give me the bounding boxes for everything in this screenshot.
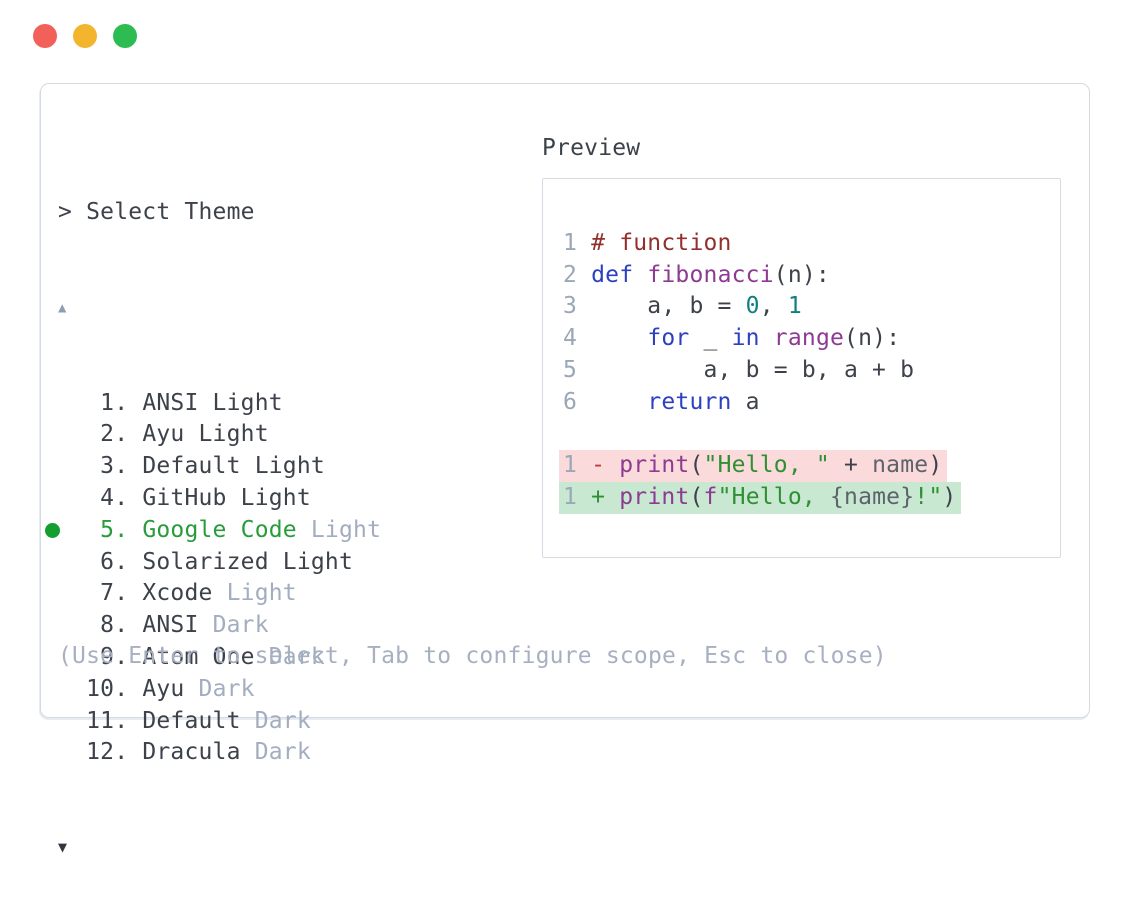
preview-title: Preview xyxy=(542,135,641,161)
preview-pane: Preview 1 # function 2 def fibonacci(n): 3… xyxy=(542,133,1061,558)
code-line: 5 a, b = b, a + b xyxy=(563,356,915,383)
theme-item-1[interactable]: 1. ANSI Light xyxy=(100,389,283,416)
theme-item-label: Dracula xyxy=(142,739,241,766)
theme-item-label: Xcode xyxy=(142,580,213,607)
select-theme-prompt: > Select Theme xyxy=(58,198,255,225)
theme-item-suffix: Dark xyxy=(240,739,311,766)
theme-item-suffix: Light xyxy=(212,580,297,607)
minimize-button[interactable] xyxy=(73,24,97,48)
code-line: 3 a, b = 0, 1 xyxy=(563,293,802,320)
theme-item-label: Google Code xyxy=(142,516,297,543)
scroll-up-icon[interactable]: ▲ xyxy=(58,299,67,316)
theme-item-suffix: Dark xyxy=(184,675,255,702)
theme-item-9[interactable]: 9. Atom One Dark xyxy=(100,643,325,670)
theme-item-suffix: Dark xyxy=(198,612,269,639)
theme-item-4[interactable]: 4. GitHub Light xyxy=(100,484,311,511)
theme-item-8[interactable]: 8. ANSI Dark xyxy=(100,612,269,639)
code-line xyxy=(563,419,1060,451)
preview-code: 1 # function 2 def fibonacci(n): 3 a, b = … xyxy=(542,177,1061,558)
theme-item-label: Default xyxy=(142,707,241,734)
theme-item-label: GitHub Light xyxy=(142,484,311,511)
theme-item-7[interactable]: 7. Xcode Light xyxy=(100,580,297,607)
theme-item-2[interactable]: 2. Ayu Light xyxy=(100,421,269,448)
theme-item-label: Ayu Light xyxy=(142,421,269,448)
theme-item-suffix: Dark xyxy=(240,707,311,734)
theme-item-label: Solarized Light xyxy=(142,548,354,575)
selected-dot-icon xyxy=(45,523,60,539)
scroll-down-icon[interactable]: ▼ xyxy=(58,837,68,856)
code-line: 4 for _ in range(n): xyxy=(563,325,901,352)
theme-item-label: ANSI Light xyxy=(142,389,283,416)
diff-line-removed: 1 - print("Hello, " + name) xyxy=(559,450,1060,483)
theme-item-suffix: Light xyxy=(296,516,382,543)
theme-item-5[interactable]: 5. Google Code Light xyxy=(45,515,382,547)
theme-picker: > Select Theme ▲ 1. ANSI Light 2. Ayu Li… xyxy=(45,133,382,922)
code-line: 1 # function xyxy=(563,229,732,256)
code-line: 2 def fibonacci(n): xyxy=(563,261,830,288)
maximize-button[interactable] xyxy=(113,24,137,48)
theme-item-label: Atom One xyxy=(142,643,255,670)
diff-line-added: 1 + print(f"Hello, {name}!") xyxy=(559,482,1060,514)
theme-item-11[interactable]: 11. Default Dark xyxy=(86,707,311,734)
code-line: 6 return a xyxy=(563,388,760,415)
theme-item-label: Ayu xyxy=(142,675,185,702)
theme-item-6[interactable]: 6. Solarized Light xyxy=(100,548,354,575)
theme-item-3[interactable]: 3. Default Light xyxy=(100,453,325,480)
theme-item-label: Default Light xyxy=(142,453,325,480)
theme-picker-window: > Select Theme ▲ 1. ANSI Light 2. Ayu Li… xyxy=(40,83,1090,856)
theme-item-suffix: Dark xyxy=(254,643,325,670)
theme-list: 1. ANSI Light 2. Ayu Light 3. Default Li… xyxy=(45,388,382,770)
theme-item-12[interactable]: 12. Dracula Dark xyxy=(86,739,311,766)
close-button[interactable] xyxy=(33,24,57,48)
window-controls xyxy=(33,24,137,48)
theme-item-label: ANSI xyxy=(142,612,199,639)
theme-item-10[interactable]: 10. Ayu Dark xyxy=(86,675,255,702)
footer-hint: (Use Enter to select, Tab to configure s… xyxy=(58,643,887,669)
